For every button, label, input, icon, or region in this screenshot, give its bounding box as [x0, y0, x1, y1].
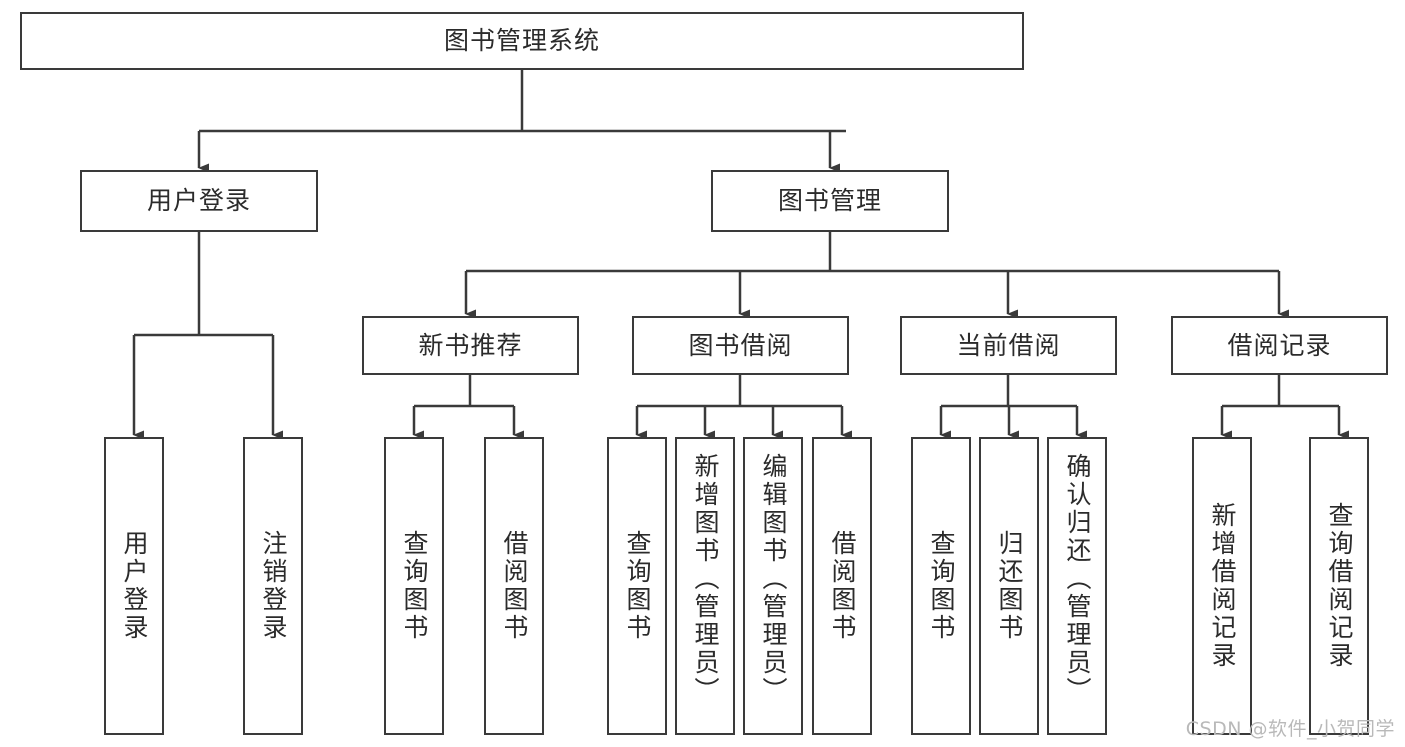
- node-user-login-label: 用户登录: [146, 186, 251, 215]
- leaf-borrow-record-add-label: 新增借阅记录: [1208, 502, 1237, 670]
- leaf-book-borrow-add[interactable]: 新增图书（管理员）: [675, 437, 735, 735]
- node-root-label: 图书管理系统: [443, 26, 600, 55]
- node-current-borrow-label: 当前借阅: [956, 330, 1061, 360]
- leaf-new-book-query-label: 查询图书: [400, 530, 429, 642]
- node-new-book-label: 新书推荐: [418, 330, 523, 360]
- leaf-book-borrow-edit[interactable]: 编辑图书（管理员）: [743, 437, 803, 735]
- node-current-borrow[interactable]: 当前借阅: [900, 316, 1117, 375]
- leaf-book-borrow-query[interactable]: 查询图书: [607, 437, 667, 735]
- node-book-borrow[interactable]: 图书借阅: [632, 316, 849, 375]
- leaf-borrow-record-add[interactable]: 新增借阅记录: [1192, 437, 1252, 735]
- node-borrow-record-label: 借阅记录: [1227, 330, 1332, 360]
- node-root[interactable]: 图书管理系统: [20, 12, 1024, 70]
- node-user-login[interactable]: 用户登录: [80, 170, 318, 232]
- leaf-book-borrow-edit-label: 编辑图书（管理员）: [759, 453, 788, 705]
- leaf-current-borrow-confirm[interactable]: 确认归还（管理员）: [1047, 437, 1107, 735]
- leaf-borrow-record-query[interactable]: 查询借阅记录: [1309, 437, 1369, 735]
- node-book-manage[interactable]: 图书管理: [711, 170, 949, 232]
- leaf-book-borrow-add-label: 新增图书（管理员）: [691, 453, 720, 705]
- leaf-new-book-borrow[interactable]: 借阅图书: [484, 437, 544, 735]
- leaf-borrow-record-query-label: 查询借阅记录: [1325, 502, 1354, 670]
- node-new-book[interactable]: 新书推荐: [362, 316, 579, 375]
- leaf-user-login-logout[interactable]: 注销登录: [243, 437, 303, 735]
- leaf-new-book-borrow-label: 借阅图书: [500, 530, 529, 642]
- node-book-borrow-label: 图书借阅: [688, 330, 793, 360]
- leaf-current-borrow-query[interactable]: 查询图书: [911, 437, 971, 735]
- leaf-user-login-login[interactable]: 用户登录: [104, 437, 164, 735]
- node-book-manage-label: 图书管理: [777, 186, 882, 215]
- leaf-current-borrow-query-label: 查询图书: [927, 530, 956, 642]
- leaf-book-borrow-query-label: 查询图书: [623, 530, 652, 642]
- leaf-book-borrow-borrow[interactable]: 借阅图书: [812, 437, 872, 735]
- node-borrow-record[interactable]: 借阅记录: [1171, 316, 1388, 375]
- leaf-current-borrow-return[interactable]: 归还图书: [979, 437, 1039, 735]
- watermark-text: CSDN @软件_小贺同学: [1185, 718, 1395, 740]
- leaf-user-login-logout-label: 注销登录: [259, 530, 288, 642]
- leaf-book-borrow-borrow-label: 借阅图书: [828, 530, 857, 642]
- leaf-user-login-login-label: 用户登录: [120, 530, 149, 642]
- leaf-current-borrow-return-label: 归还图书: [995, 530, 1024, 642]
- leaf-current-borrow-confirm-label: 确认归还（管理员）: [1063, 453, 1092, 705]
- leaf-new-book-query[interactable]: 查询图书: [384, 437, 444, 735]
